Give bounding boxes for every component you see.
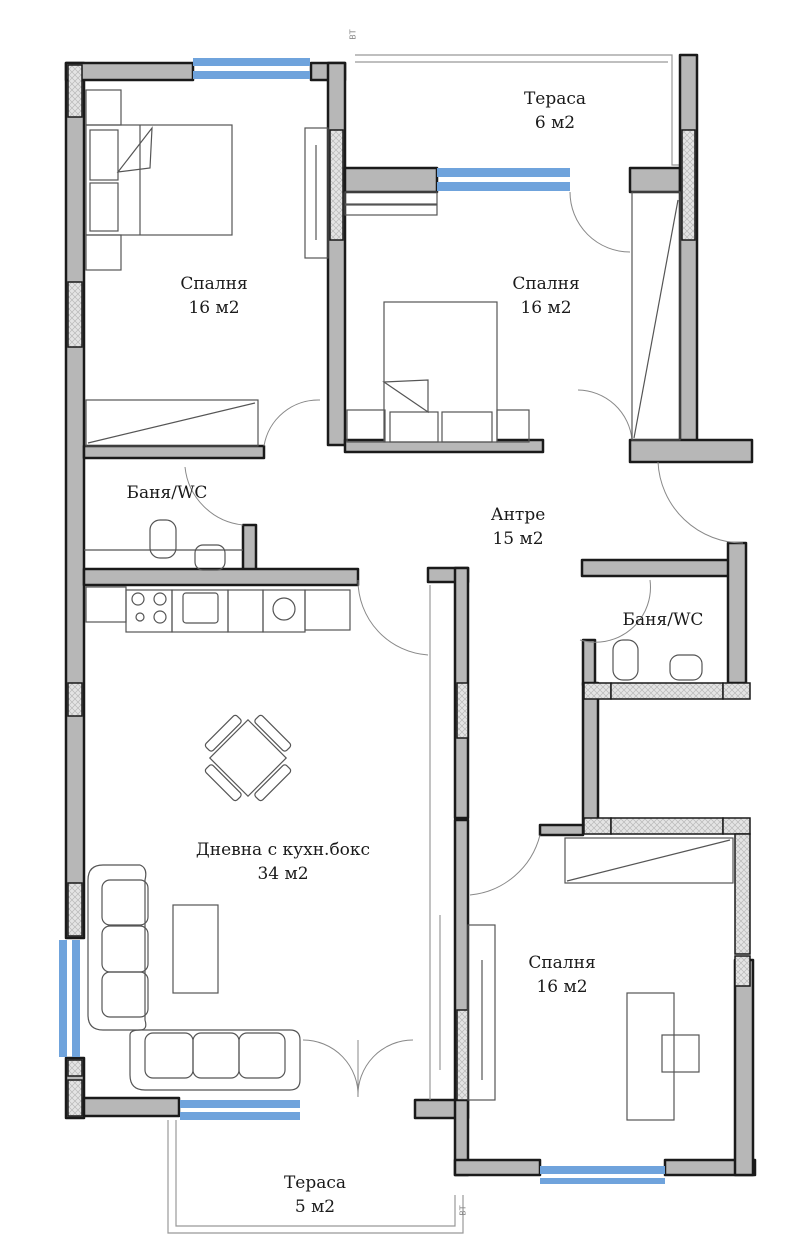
room-name: Спалня: [528, 953, 596, 973]
room-name: Баня/WC: [126, 483, 208, 503]
room-area: 34 м2: [257, 864, 309, 884]
terrace-bottom-outline: [167, 1120, 464, 1234]
room-name: Дневна с кухн.бокс: [195, 840, 371, 860]
room-area: 16 м2: [536, 977, 588, 997]
room-name: Спалня: [512, 274, 580, 294]
room-area: 5 м2: [294, 1197, 336, 1217]
room-area: 6 м2: [534, 113, 576, 133]
room-label-bedroom-3: Спалня 16 м2: [528, 951, 595, 999]
room-name: Антре: [490, 505, 546, 525]
room-label-living-kitchen: Дневна с кухн.бокс 34 м2: [196, 838, 370, 886]
room-name: Тераса: [283, 1173, 347, 1193]
room-name: Баня/WC: [622, 610, 704, 630]
room-name: Тераса: [523, 89, 587, 109]
room-area: 15 м2: [492, 529, 544, 549]
room-label-terrace-bottom: Тераса 5 м2: [284, 1171, 346, 1219]
windows: [59, 58, 665, 1184]
room-name: Спалня: [180, 274, 248, 294]
bt-marker-top: BT: [348, 29, 358, 40]
room-area: 16 м2: [520, 298, 572, 318]
bt-marker-bottom: BT: [458, 1205, 468, 1216]
room-label-terrace-top: Тераса 6 м2: [524, 87, 586, 135]
room-label-bathroom-1: Баня/WC: [127, 481, 208, 505]
room-label-hallway: Антре 15 м2: [491, 503, 546, 551]
insulation-hatch: [67, 64, 751, 1117]
furniture: [84, 89, 734, 1121]
room-area: 16 м2: [188, 298, 240, 318]
room-label-bedroom-2: Спалня 16 м2: [512, 272, 579, 320]
room-label-bedroom-1: Спалня 16 м2: [180, 272, 247, 320]
dining-table: [204, 714, 292, 802]
terrace-top-outline: [355, 54, 685, 166]
room-label-bathroom-2: Баня/WC: [623, 608, 704, 632]
doors: [184, 191, 744, 1098]
